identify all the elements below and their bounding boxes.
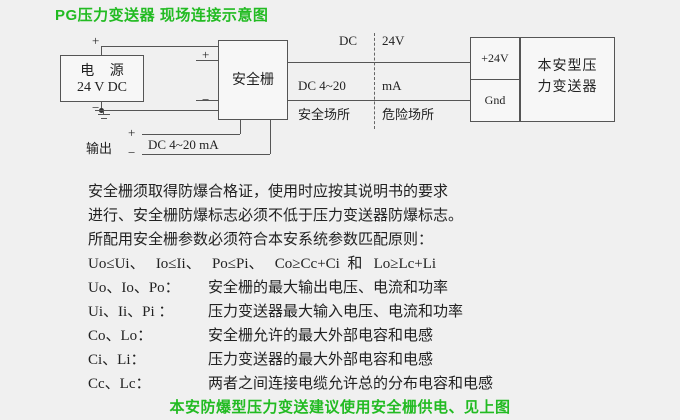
definition-term: Cc、Lc：	[88, 376, 151, 392]
definition-description: 压力变送器最大输入电压、电流和功率	[208, 304, 464, 320]
output-label: 输出	[86, 141, 113, 156]
wire-output-minus-line	[142, 154, 270, 155]
output-plus-sign: +	[128, 125, 136, 140]
definition-row: Ui、Ii、Pi ： 压力变送器最大输入电压、电流和功率	[88, 300, 628, 324]
ground-symbol	[95, 110, 113, 122]
definition-row: Co、Lo： 安全栅允许的最大外部电容和电感	[88, 324, 628, 348]
wire-label-dc: DC	[339, 33, 358, 48]
wire-ground-lead	[103, 110, 104, 114]
zone-label-hazardous: 危险场所	[382, 107, 435, 122]
barrier-minus-sign: −	[202, 92, 210, 107]
notes-block: 安全栅须取得防爆合格证，使用时应按其说明书的要求 进行、安全栅防爆标志必须不低于…	[88, 180, 628, 396]
power-supply-box: 电 源 24 V DC	[60, 55, 144, 102]
power-supply-label-line1: 电 源	[80, 64, 130, 79]
wire-output-plus-line	[142, 134, 240, 135]
output-value-label: DC 4~20 mA	[148, 137, 219, 152]
definition-row: Cc、Lc： 两者之间连接电缆允许总的分布电容和电感	[88, 372, 628, 396]
wire-power-plus-vertical	[101, 46, 102, 56]
power-minus-sign: −	[92, 100, 100, 115]
note-paragraph-3: 所配用安全栅参数必须符合本安系统参数匹配原则：	[88, 232, 434, 248]
note-paragraph-1: 安全栅须取得防爆合格证，使用时应按其说明书的要求	[88, 184, 449, 200]
definition-term: Uo、Io、Po：	[88, 280, 180, 296]
definition-description: 压力变送器的最大外部电容和电感	[208, 352, 434, 368]
wire-power-plus-horizontal	[101, 46, 218, 47]
wire-dc420ma	[288, 100, 470, 101]
output-minus-sign: −	[128, 145, 136, 160]
footer-recommendation: 本安防爆型压力变送建议使用安全栅供电、见上图	[169, 399, 511, 416]
page-title: PG压力变送器 现场连接示意图	[55, 7, 269, 24]
definition-description: 安全栅的最大输出电压、电流和功率	[208, 280, 449, 296]
wire-label-dc420: DC 4~20	[298, 78, 346, 93]
pressure-transmitter-label: 本安型压 力变送器	[521, 56, 614, 98]
parameter-matching-formula: Uo≤Ui、 Io≤Ii、 Po≤Pi、 Co≥Cc+Ci 和 Lo≥Lc+Li	[88, 256, 437, 272]
barrier-plus-sign: +	[202, 47, 210, 62]
definition-row: Uo、Io、Po： 安全栅的最大输出电压、电流和功率	[88, 276, 628, 300]
wire-label-ma: mA	[382, 78, 402, 93]
wire-output-plus-drop	[240, 120, 241, 134]
wire-barrier-plus-stub	[196, 60, 218, 61]
zone-divider-dashed	[374, 33, 375, 129]
terminal-block-divider	[470, 79, 520, 80]
definition-term: Ui、Ii、Pi ：	[88, 304, 174, 320]
power-supply-label-line2: 24 V DC	[76, 80, 128, 95]
power-plus-sign: +	[92, 33, 100, 48]
wire-barrier-minus-stub	[196, 100, 218, 101]
wire-label-24v: 24V	[382, 33, 405, 48]
zone-label-safe: 安全场所	[298, 107, 351, 122]
wire-dc24v	[288, 62, 470, 63]
safety-barrier-label: 安全栅	[232, 73, 274, 88]
wire-output-minus-drop	[270, 120, 271, 154]
definition-description: 安全栅允许的最大外部电容和电感	[208, 328, 434, 344]
safety-barrier-box: 安全栅	[218, 40, 288, 120]
pressure-transmitter-label-line1: 本安型压	[537, 59, 598, 74]
definition-term: Co、Lo：	[88, 328, 153, 344]
note-paragraph-2: 进行、安全栅防爆标志必须不低于压力变送器防爆标志。	[88, 208, 464, 224]
terminal-label-gnd: Gnd	[484, 93, 506, 107]
wiring-diagram: 电 源 24 V DC 安全栅 +24V Gnd 本安型压 力变送器 + − +…	[0, 0, 680, 175]
pressure-transmitter-box: 本安型压 力变送器	[520, 37, 615, 122]
terminal-label-plus24v: +24V	[481, 51, 509, 65]
definition-term: Ci、Li：	[88, 352, 146, 368]
definition-row: Ci、Li： 压力变送器的最大外部电容和电感	[88, 348, 628, 372]
definition-description: 两者之间连接电缆允许总的分布电容和电感	[208, 376, 494, 392]
pressure-transmitter-label-line2: 力变送器	[537, 80, 598, 95]
wire-power-minus-horizontal	[101, 110, 218, 111]
wire-power-minus-vertical	[101, 102, 102, 110]
